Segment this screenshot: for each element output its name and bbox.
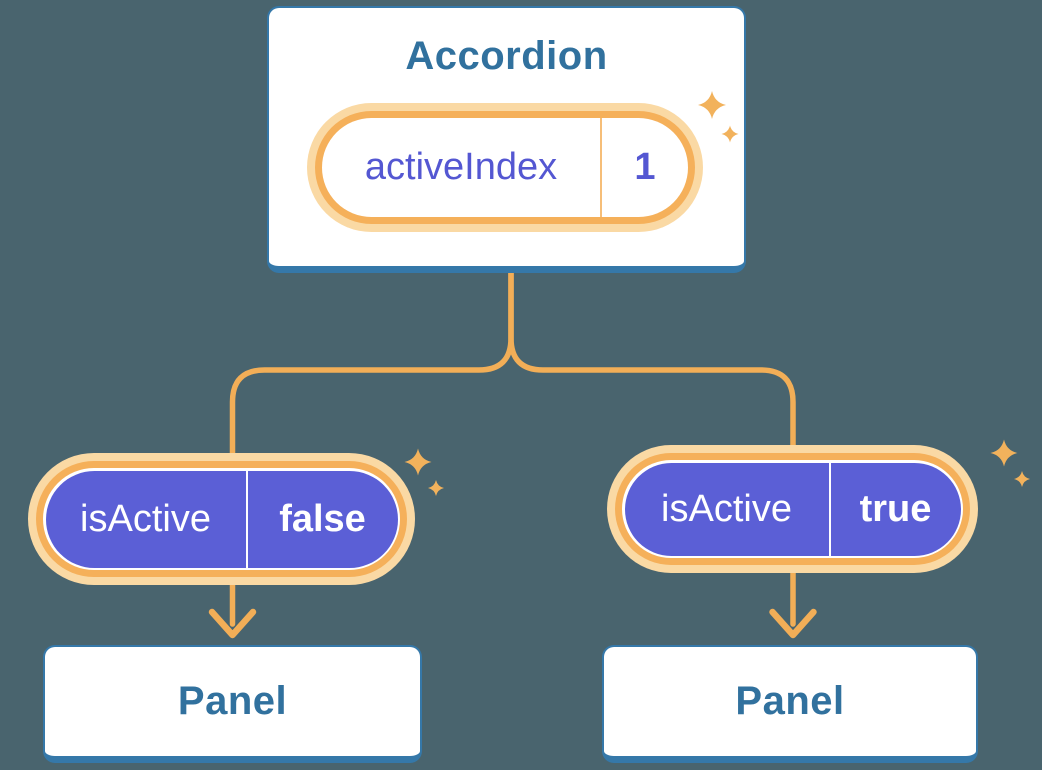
pill-ring: isActive true <box>615 453 970 565</box>
pill-ring: activeIndex 1 <box>315 111 695 224</box>
prop-value-label: false <box>279 497 366 540</box>
panel-card-left: Panel <box>43 645 422 763</box>
isactive-true-pill: isActive true <box>607 445 978 573</box>
panel-card-right: Panel <box>602 645 978 763</box>
arrowhead-left-icon <box>208 608 257 639</box>
accordion-card-title: Accordion <box>405 34 608 78</box>
connector-branch-left <box>229 268 514 627</box>
sparkle-icon <box>698 91 739 143</box>
state-name-label: activeIndex <box>364 146 558 188</box>
sparkle-icon <box>990 439 1030 487</box>
state-value-label: 1 <box>634 146 656 188</box>
sparkle-icon <box>404 448 444 496</box>
pill-ring: isActive false <box>36 461 407 577</box>
panel-card-title: Panel <box>177 679 288 723</box>
pill-core: isActive true <box>622 460 963 558</box>
pill-purple-body: isActive true <box>624 462 961 556</box>
pill-divider <box>600 118 602 217</box>
pill-core: isActive false <box>43 468 400 570</box>
prop-name-label: isActive <box>80 497 211 540</box>
prop-name-label: isActive <box>661 487 792 530</box>
isactive-false-pill: isActive false <box>28 453 415 585</box>
activeindex-state-pill: activeIndex 1 <box>307 103 703 232</box>
prop-value-label: true <box>859 487 932 530</box>
arrowhead-right-icon <box>769 608 817 639</box>
pill-divider <box>828 462 831 556</box>
panel-card-title: Panel <box>735 679 845 723</box>
pill-purple-body: isActive false <box>45 470 398 568</box>
pill-core: activeIndex 1 <box>322 118 688 217</box>
connector-branch-right <box>508 268 796 627</box>
pill-divider <box>245 470 248 568</box>
